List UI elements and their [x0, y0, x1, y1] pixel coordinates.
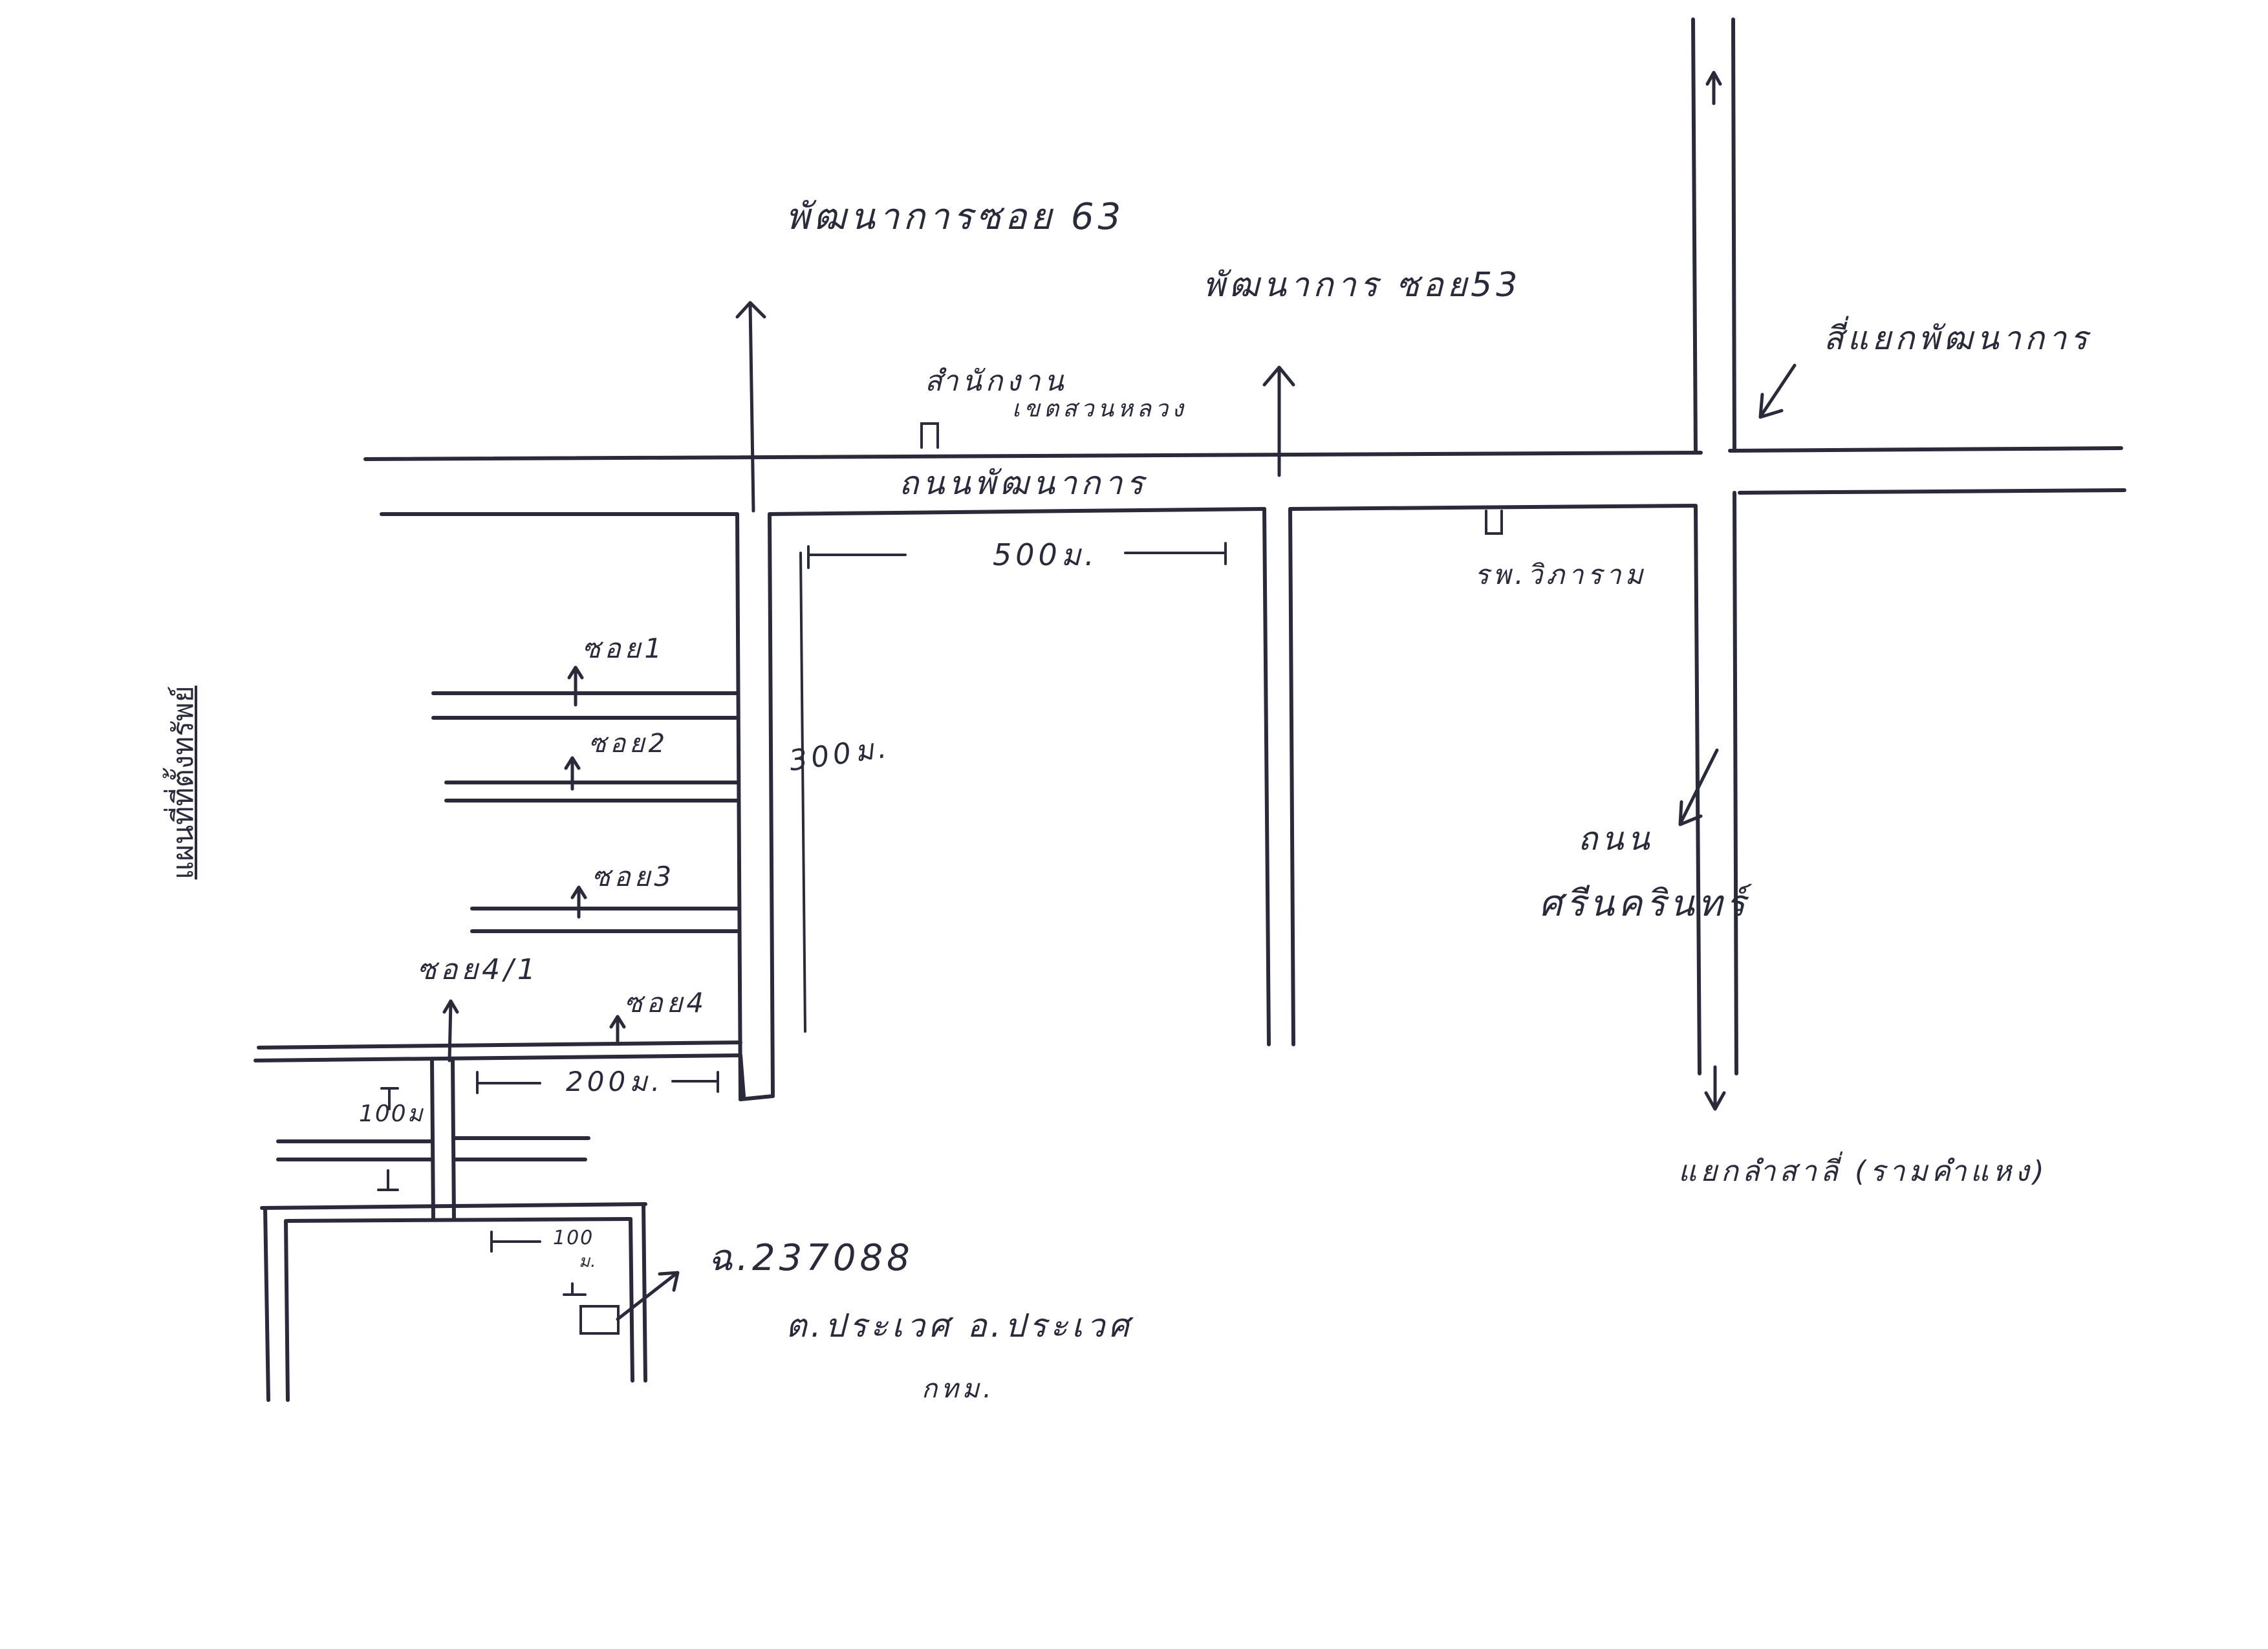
arrow-north-soi63 [735, 301, 766, 513]
road-block-left-outer [263, 1206, 270, 1402]
hospital-marker [1485, 510, 1503, 535]
road-block-left-inner [284, 1219, 290, 1402]
label-soi1: ซอย1 [582, 632, 666, 664]
label-title-deed: ฉ.237088 [708, 1237, 914, 1279]
map-title: แผนที่ที่ตั้งทรัพย์ [167, 685, 200, 879]
road-pattanakarn-bottom-mid-edge [768, 507, 1266, 516]
arrow-north-srinakarin [1705, 70, 1722, 105]
label-pattanakarn-soi63: พัฒนาการซอย 63 [786, 196, 1125, 238]
road-soi4-bottom [254, 1053, 742, 1062]
label-intersection-south: แยกลำสาลี่ (รามคำแหง) [1678, 1155, 2048, 1188]
road-pattanakarn-bottom-right-edge [1288, 504, 1696, 511]
road-soi63-right-edge [768, 512, 775, 1098]
label-srinakarin-2: ศรีนครินทร์ [1539, 883, 1749, 925]
label-dist-100a: 100ม [359, 1101, 424, 1127]
arrow-soi1 [567, 665, 584, 707]
road-soi63-left-edge [735, 512, 742, 1101]
arrow-srinakarin-label [1678, 748, 1719, 826]
road-srinakarin-right-edge-south [1733, 491, 1738, 1075]
road-block-right-inner [629, 1217, 634, 1383]
arrow-intersection-label [1758, 363, 1797, 419]
dist-300-line [799, 552, 806, 1033]
road-block-top [260, 1202, 647, 1210]
label-dist-100b-unit: ม. [579, 1252, 597, 1271]
label-soi3: ซอย3 [592, 861, 676, 892]
arrow-property [616, 1271, 680, 1321]
road-soi4-top [257, 1040, 742, 1050]
arrow-north-soi53 [1262, 365, 1295, 477]
arrow-soi4 [609, 1015, 626, 1043]
road-east-top-edge [1728, 446, 2123, 453]
label-province: กทม. [922, 1374, 995, 1404]
label-pattanakarn-intersection: สี่แยกพัฒนาการ [1824, 319, 2091, 357]
label-subdistrict: ต.ประเวศ อ.ประเวศ [786, 1307, 1133, 1344]
road-block-inner-top [286, 1217, 632, 1223]
office-marker [920, 422, 939, 449]
road-east-bottom-edge [1738, 488, 2126, 495]
label-office: สำนักงาน [925, 365, 1068, 398]
label-pattanakarn-road: ถนนพัฒนาการ [899, 464, 1148, 502]
label-dist-200: 200ม. [566, 1066, 664, 1097]
road-pattanakarn-top-edge [363, 451, 1703, 461]
road-block-right-outer [642, 1202, 647, 1383]
road-soi53-left-edge [1262, 507, 1271, 1046]
label-soi2: ซอย2 [589, 729, 669, 759]
label-soi4: ซอย4 [624, 987, 708, 1018]
label-srinakarin-1: ถนน [1578, 820, 1654, 857]
arrow-soi2 [564, 756, 581, 791]
label-hospital: รพ.วิภาราม [1474, 559, 1647, 590]
label-soi4-1: ซอย4/1 [417, 953, 539, 986]
label-dist-100b: 100 [553, 1227, 594, 1249]
road-soi63-bottom-cap [739, 1094, 775, 1101]
road-srinakarin-right-edge-north [1731, 17, 1736, 453]
arrow-soi3 [570, 885, 587, 919]
arrow-south-srinakarin [1704, 1065, 1726, 1111]
road-srinakarin-left-edge-north [1691, 17, 1698, 455]
arrow-soi4-1 [442, 999, 459, 1062]
property-plot [579, 1305, 620, 1335]
road-soi4-end [739, 1053, 746, 1098]
road-soi53-right-edge [1288, 507, 1295, 1046]
label-dist-500: 500ม. [993, 537, 1098, 572]
label-office-sub: เขตสวนหลวง [1012, 396, 1187, 422]
label-pattanakarn-soi53: พัฒนาการ ซอย53 [1203, 266, 1522, 305]
